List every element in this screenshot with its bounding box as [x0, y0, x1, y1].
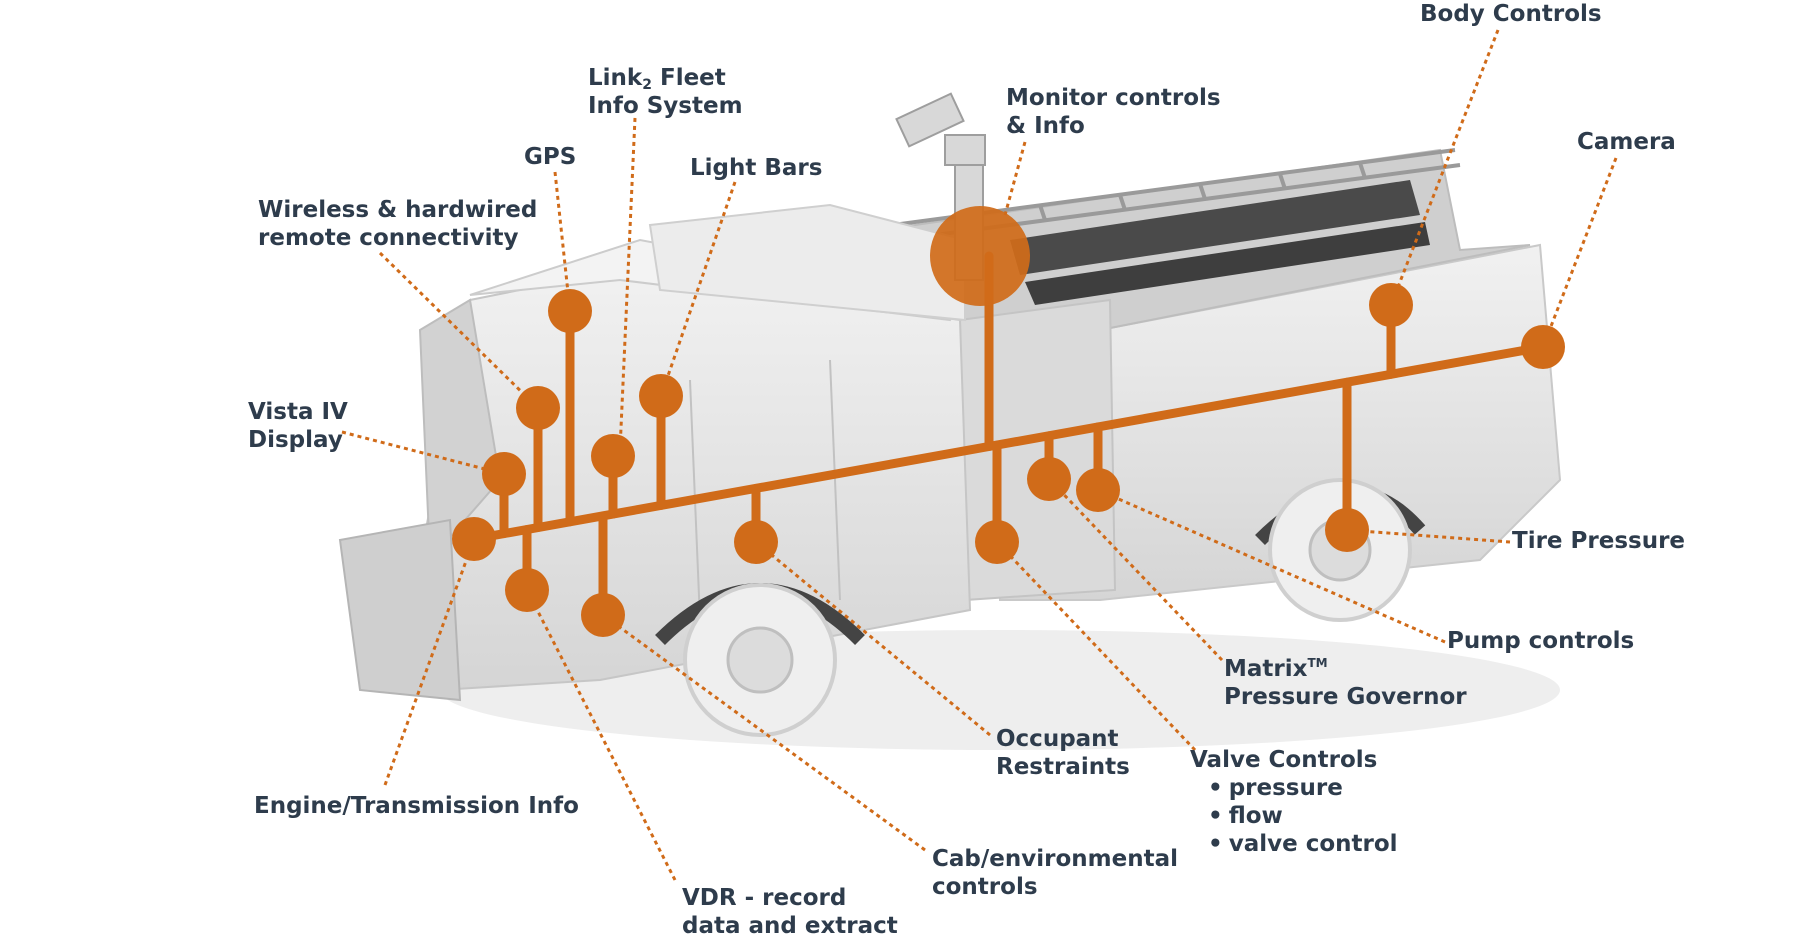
- node-link2: [591, 434, 635, 478]
- label-matrix-tm: TM: [1307, 656, 1327, 670]
- label-occupant-line1: Occupant: [996, 725, 1130, 753]
- label-cab-line2: controls: [932, 873, 1178, 901]
- label-vdr-line1: VDR - record: [682, 884, 898, 912]
- label-gps: GPS: [524, 143, 576, 171]
- node-camera: [1521, 325, 1565, 369]
- node-monitor-controls: [930, 206, 1030, 306]
- label-wireless-line1: Wireless & hardwired: [258, 196, 537, 224]
- node-valve: [975, 520, 1019, 564]
- node-matrix: [1027, 457, 1071, 501]
- label-occupant-restraints: Occupant Restraints: [996, 725, 1130, 781]
- label-link2-prefix: Link: [588, 65, 642, 91]
- label-link2-line1: Link2 Fleet: [588, 64, 743, 92]
- label-monitor-line1: Monitor controls: [1006, 84, 1221, 112]
- label-camera: Camera: [1577, 128, 1676, 156]
- label-matrix-line1: MatrixTM: [1224, 655, 1467, 683]
- label-cab-line1: Cab/environmental: [932, 845, 1178, 873]
- label-pump-controls: Pump controls: [1447, 627, 1634, 655]
- node-vdr: [581, 593, 625, 637]
- node-light-bars: [639, 374, 683, 418]
- label-engine-transmission: Engine/Transmission Info: [254, 792, 579, 820]
- label-body-controls: Body Controls: [1420, 0, 1602, 28]
- valve-item-flow: flow: [1208, 802, 1398, 830]
- label-wireless: Wireless & hardwired remote connectivity: [258, 196, 537, 252]
- label-matrix-governor: MatrixTM Pressure Governor: [1224, 655, 1467, 711]
- label-light-bars: Light Bars: [690, 154, 822, 182]
- label-vista-line2: Display: [248, 426, 348, 454]
- valve-item-pressure: pressure: [1208, 774, 1398, 802]
- label-matrix-word: Matrix: [1224, 656, 1307, 682]
- valve-item-valve-control: valve control: [1208, 830, 1398, 858]
- label-link2-sub: 2: [642, 77, 652, 93]
- node-body-controls: [1369, 283, 1413, 327]
- label-vista-display: Vista IV Display: [248, 398, 348, 454]
- label-monitor-line2: & Info: [1006, 112, 1221, 140]
- label-wireless-line2: remote connectivity: [258, 224, 537, 252]
- node-engine: [505, 568, 549, 612]
- label-monitor-controls: Monitor controls & Info: [1006, 84, 1221, 140]
- node-vista: [482, 452, 526, 496]
- leader-monitor: [1005, 142, 1025, 215]
- label-occupant-line2: Restraints: [996, 753, 1130, 781]
- label-cab-environmental: Cab/environmental controls: [932, 845, 1178, 901]
- leader-camera: [1543, 158, 1616, 347]
- front-wheel-hub: [728, 628, 792, 692]
- node-tire: [1325, 508, 1369, 552]
- label-link2-fleet: Link2 Fleet Info System: [588, 64, 743, 120]
- label-matrix-line2: Pressure Governor: [1224, 683, 1467, 711]
- node-engine-hub: [452, 517, 496, 561]
- node-pump: [1076, 468, 1120, 512]
- node-gps: [548, 289, 592, 333]
- label-link2-line2: Info System: [588, 92, 743, 120]
- label-vista-line1: Vista IV: [248, 398, 348, 426]
- label-valve-controls: Valve Controls pressure flow valve contr…: [1190, 746, 1398, 858]
- front-bumper: [340, 520, 460, 700]
- label-valve-title: Valve Controls: [1190, 746, 1398, 774]
- label-link2-suffix: Fleet: [652, 65, 726, 91]
- valve-controls-list: pressure flow valve control: [1190, 774, 1398, 858]
- label-vdr-line2: data and extract: [682, 912, 898, 940]
- node-occupant: [734, 520, 778, 564]
- node-wireless: [516, 386, 560, 430]
- label-tire-pressure: Tire Pressure: [1512, 527, 1685, 555]
- label-vdr: VDR - record data and extract: [682, 884, 898, 940]
